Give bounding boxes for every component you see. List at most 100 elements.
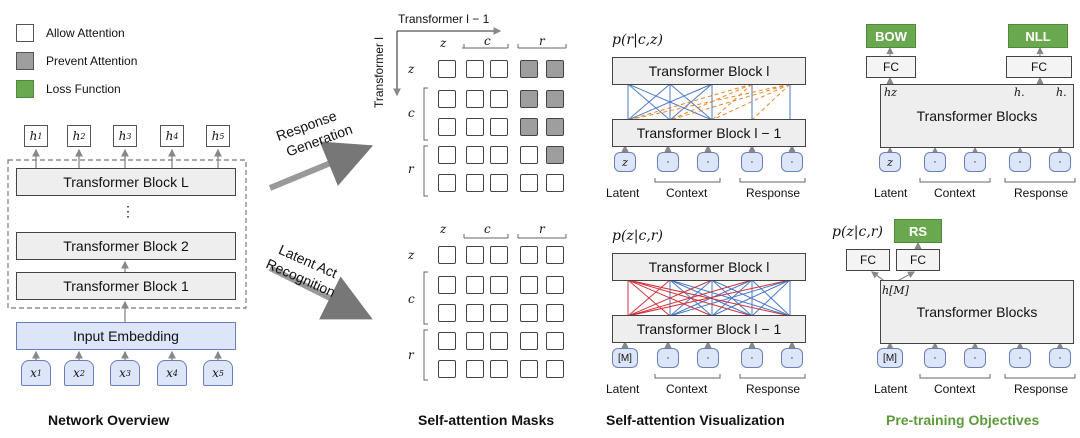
mask-top-cell <box>490 146 508 164</box>
mask-bottom-cell <box>438 304 456 322</box>
vis-top-label-response: Response <box>746 186 801 200</box>
obj-brackets <box>919 178 1076 379</box>
obj-top-label-context: Context <box>934 186 976 200</box>
fc-top-left: FC <box>866 56 916 78</box>
obj-bottom-formula: p(z|c,r) <box>832 224 883 240</box>
vis-top-label-context: Context <box>666 186 708 200</box>
obj-top-token-c1: · <box>924 152 946 172</box>
vis-top-block-l: Transformer Block l <box>612 57 806 85</box>
bow-loss-box: BOW <box>866 24 916 48</box>
mask-bottom-cell <box>520 246 538 264</box>
mask-bottom-row-c: c <box>408 292 415 306</box>
mask-bottom-col-r: r <box>539 222 545 236</box>
mask-top-cell <box>466 174 484 192</box>
mask-bottom-cell <box>520 332 538 350</box>
legend-prevent-swatch <box>16 52 34 70</box>
mask-top-cell <box>490 90 508 108</box>
mask-top-cell <box>438 90 456 108</box>
obj-bottom-transformer-blocks: Transformer Blocks <box>880 280 1074 344</box>
mask-bottom-cell <box>520 360 538 378</box>
mask-top-cell <box>466 90 484 108</box>
mask-top-cell <box>490 60 508 78</box>
mask-bottom-cell <box>546 332 564 350</box>
mask-bottom-cell <box>438 332 456 350</box>
fc-top-right: FC <box>1006 56 1072 78</box>
mask-bottom-cell <box>490 304 508 322</box>
mask-bottom-col-c: c <box>484 222 491 236</box>
vis-top-token-r2: · <box>781 152 803 172</box>
obj-bottom-token-mask: [M] <box>877 348 903 368</box>
vis-bottom-block-l: Transformer Block l <box>612 253 806 281</box>
vis-top-token-r1: · <box>741 152 763 172</box>
obj-hdot-label-2: h. <box>1056 86 1067 99</box>
vis-bottom-label-response: Response <box>746 382 801 396</box>
response-generation-arrow <box>268 141 374 191</box>
rs-loss-box: RS <box>894 219 942 243</box>
mask-top-cell <box>438 146 456 164</box>
top-attention-lines <box>627 83 791 121</box>
mask-top-cell <box>546 118 564 136</box>
obj-top-transformer-blocks: Transformer Blocks <box>880 84 1074 148</box>
mask-top-cell <box>490 118 508 136</box>
mask-bottom-cell <box>438 360 456 378</box>
legend-loss-label: Loss Function <box>46 82 121 96</box>
vis-bottom-token-r1: · <box>741 348 763 368</box>
mask-bottom-row-r: r <box>408 348 414 362</box>
obj-bottom-token-r1: · <box>1009 348 1031 368</box>
vis-bottom-block-l-minus-1: Transformer Block l − 1 <box>612 315 806 343</box>
mask-top-cell <box>490 174 508 192</box>
vis-top-token-z: z <box>614 152 636 172</box>
vis-brackets <box>654 178 806 379</box>
mask-bottom-cell <box>466 360 484 378</box>
mask-bottom-cell <box>520 276 538 294</box>
mask-top-cell <box>466 60 484 78</box>
mask-bottom-cell <box>438 246 456 264</box>
obj-top-token-c2: · <box>964 152 986 172</box>
mask-top-cell <box>466 146 484 164</box>
caption-network-overview: Network Overview <box>48 412 170 428</box>
caption-self-attention-visualization: Self-attention Visualization <box>606 412 785 428</box>
obj-bottom-label-context: Context <box>934 382 976 396</box>
vis-bottom-label-latent: Latent <box>606 382 640 396</box>
obj-hz-label: hz <box>884 86 897 99</box>
caption-pretraining-objectives: Pre-training Objectives <box>886 412 1040 428</box>
vis-top-block-l-minus-1: Transformer Block l − 1 <box>612 119 806 147</box>
obj-top-token-r2: · <box>1049 152 1071 172</box>
obj-top-label-latent: Latent <box>874 186 908 200</box>
legend-allow-label: Allow Attention <box>46 26 125 40</box>
mask-bottom-cell <box>520 304 538 322</box>
mask-top-cell <box>466 118 484 136</box>
mask-top-cell <box>520 174 538 192</box>
mask-top-cell <box>546 90 564 108</box>
mask-top-cell <box>546 174 564 192</box>
mask-bottom-cell <box>546 304 564 322</box>
obj-bottom-token-r2: · <box>1049 348 1071 368</box>
input-arrows <box>32 350 222 360</box>
mask-top-cell <box>520 60 538 78</box>
mask-bottom-cell <box>490 276 508 294</box>
vis-bottom-label-context: Context <box>666 382 708 396</box>
obj-bottom-token-c2: · <box>964 348 986 368</box>
mask-top-col-c: c <box>484 34 491 48</box>
mask-top-cell <box>520 146 538 164</box>
vis-bottom-formula: p(z|c,r) <box>612 228 663 244</box>
mask-top-col-brackets <box>462 44 567 49</box>
mask-bottom-cell <box>490 332 508 350</box>
mask-bottom-cell <box>466 246 484 264</box>
vis-bottom-token-c1: · <box>657 348 679 368</box>
mask-top-cell <box>438 60 456 78</box>
vis-top-token-arrows <box>621 144 796 152</box>
obj-top-label-response: Response <box>1014 186 1069 200</box>
mask-bottom-cell <box>546 246 564 264</box>
mask-bottom-cell <box>546 276 564 294</box>
mask-top-row-z: z <box>408 62 415 76</box>
mask-top-col-z: z <box>440 36 447 50</box>
obj-hdot-label-1: h. <box>1014 86 1025 99</box>
